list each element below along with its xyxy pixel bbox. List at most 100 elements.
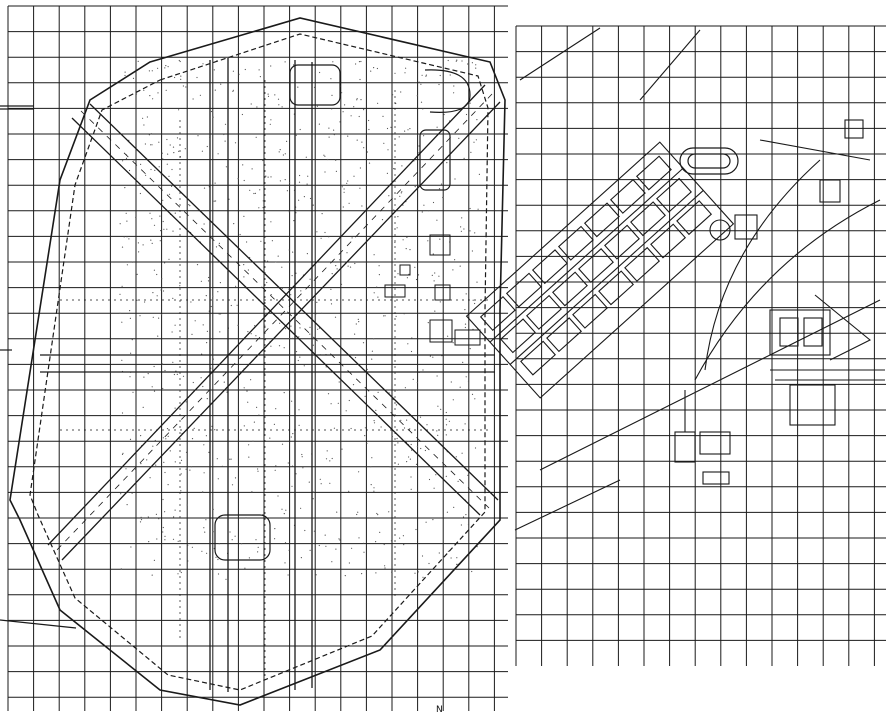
stipple-dot — [121, 412, 124, 414]
stipple-dot — [248, 444, 250, 446]
stipple-dot — [165, 89, 167, 91]
stipple-dot — [410, 488, 412, 490]
hangar-line — [769, 119, 885, 426]
stipple-dot — [257, 551, 259, 553]
stipple-dot — [404, 130, 406, 132]
stipple-dot — [288, 288, 290, 290]
stipple-dot — [300, 290, 302, 292]
stipple-dot — [402, 239, 404, 241]
stipple-dot — [124, 71, 126, 73]
stipple-dot — [465, 113, 468, 116]
stipple-dot — [309, 326, 311, 328]
stipple-dot — [148, 70, 150, 72]
stipple-dot — [237, 324, 239, 326]
stipple-dot — [445, 411, 447, 414]
stipple-dot — [445, 434, 447, 436]
stipple-dot — [378, 265, 380, 267]
stipple-dot — [396, 437, 398, 440]
stipple-dot — [471, 250, 473, 252]
stipple-dot — [354, 333, 356, 335]
stipple-dot — [205, 435, 207, 437]
stipple-dot — [428, 562, 430, 565]
stipple-dot — [462, 516, 465, 518]
stipple-dot — [410, 476, 412, 478]
stipple-dot — [212, 508, 214, 510]
stipple-dot — [375, 572, 377, 574]
stipple-dot — [350, 427, 352, 430]
stipple-dot — [278, 151, 280, 153]
stipple-dot — [225, 166, 227, 168]
stipple-dot — [159, 215, 161, 217]
stipple-dot — [425, 74, 427, 76]
stipple-dot — [352, 384, 355, 386]
stipple-dot — [129, 438, 132, 440]
stipple-dot — [355, 63, 357, 65]
stipple-dot — [468, 188, 470, 191]
stipple-dot — [133, 159, 135, 161]
stipple-dot — [203, 223, 205, 225]
stipple-dot — [395, 102, 397, 105]
stipple-dot — [147, 517, 149, 519]
stipple-dot — [139, 192, 141, 195]
stipple-dot — [281, 443, 284, 445]
stipple-dot — [182, 85, 184, 87]
stipple-dot — [270, 65, 272, 67]
stipple-dot — [194, 320, 196, 322]
stipple-dot — [478, 173, 480, 175]
stipple-dot — [391, 238, 393, 240]
stipple-dot — [275, 465, 277, 467]
stipple-dot — [299, 356, 301, 358]
stipple-dot — [335, 265, 337, 267]
stipple-dot — [433, 280, 435, 282]
stipple-dot — [247, 331, 249, 333]
stipple-dot — [397, 463, 399, 465]
stipple-dot — [309, 278, 311, 280]
stipple-dot — [440, 408, 442, 410]
stipple-dot — [395, 315, 397, 317]
stipple-dot — [381, 219, 384, 221]
stipple-dot — [465, 293, 467, 295]
stipple-dot — [312, 498, 314, 500]
stipple-dot — [247, 401, 249, 403]
stipple-dot — [342, 133, 344, 135]
stipple-dot — [309, 549, 311, 552]
stipple-dot — [161, 152, 163, 154]
stipple-dot — [368, 119, 370, 122]
stipple-dot — [363, 147, 365, 149]
stipple-dot — [371, 457, 373, 459]
stipple-dot — [332, 61, 334, 63]
stipple-dot — [361, 205, 363, 207]
stipple-dot — [224, 123, 227, 125]
stipple-dot — [122, 160, 124, 162]
stipple-dot — [165, 438, 167, 440]
stipple-dot — [258, 69, 260, 71]
stipple-dot — [405, 248, 407, 250]
stipple-dot — [262, 200, 264, 202]
stipple-dot — [408, 456, 410, 458]
stipple-dot — [475, 64, 477, 66]
stipple-dot — [417, 274, 420, 276]
stipple-dot — [144, 143, 146, 145]
stipple-dot — [242, 164, 244, 166]
stipple-dot — [350, 115, 352, 117]
stipple-dot — [402, 535, 404, 537]
stipple-dot — [156, 273, 158, 276]
stipple-dot — [406, 236, 408, 238]
stipple-dot — [229, 458, 231, 460]
stipple-dot — [119, 293, 121, 295]
stipple-dot — [267, 260, 269, 262]
stipple-dot — [303, 196, 305, 198]
stipple-dot — [257, 470, 259, 472]
stipple-dot — [219, 282, 221, 284]
stipple-dot — [259, 189, 261, 191]
stipple-dot — [373, 420, 375, 422]
stipple-dot — [442, 196, 444, 199]
stipple-dot — [331, 561, 333, 563]
stipple-dot — [383, 142, 385, 144]
stipple-dot — [422, 108, 424, 110]
stipple-dot — [234, 477, 237, 479]
stipple-dot — [300, 507, 302, 509]
stipple-dot — [288, 249, 290, 251]
stipple-dot — [167, 153, 169, 155]
stipple-dot — [388, 511, 390, 513]
